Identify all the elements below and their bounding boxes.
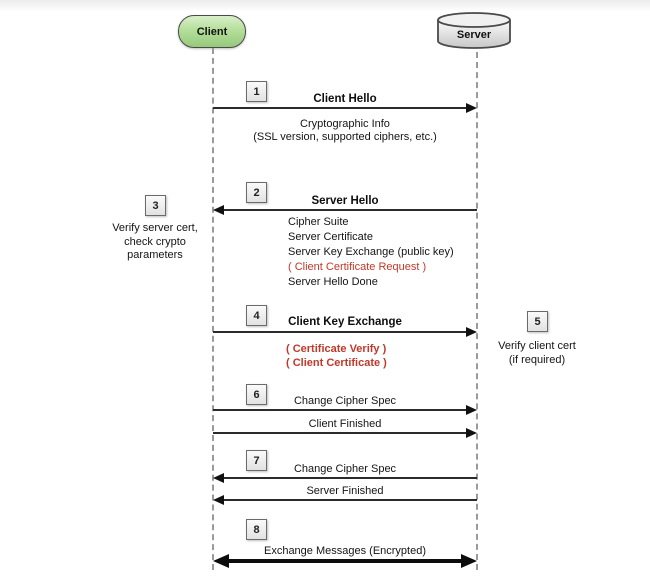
server-lifeline xyxy=(476,52,478,570)
step-3-badge: 3 xyxy=(145,195,166,216)
step-6-arrow-1 xyxy=(213,405,477,415)
step-3-note-line-2: check crypto xyxy=(124,235,186,248)
step-3-note-line-3: parameters xyxy=(127,249,183,261)
arrowhead-right-icon xyxy=(466,405,477,415)
step-1-number: 1 xyxy=(253,85,260,98)
step-7-badge: 7 xyxy=(246,450,267,471)
client-label: Client xyxy=(196,25,228,38)
step-4-certificate-verify: ( Certificate Verify ) xyxy=(286,343,387,355)
arrowhead-left-icon xyxy=(213,473,224,483)
step-2-badge: 2 xyxy=(246,182,267,203)
client-actor: Client xyxy=(178,15,246,48)
step-2-detail-server-certificate: Server Certificate xyxy=(288,231,373,243)
step-2-detail-server-hello-done: Server Hello Done xyxy=(288,276,378,288)
step-2-title: Server Hello xyxy=(311,195,379,207)
arrowhead-left-icon xyxy=(213,554,229,568)
step-3-number: 3 xyxy=(152,199,159,212)
client-lifeline xyxy=(212,48,214,570)
server-label: Server xyxy=(457,29,492,41)
step-1-note-line-1: Cryptographic Info xyxy=(300,118,390,130)
step-7-arrow-2 xyxy=(213,495,477,505)
step-7-message-change-cipher-spec: Change Cipher Spec xyxy=(293,463,397,475)
step-6-arrow-2 xyxy=(213,428,477,438)
step-6-badge: 6 xyxy=(246,384,267,405)
step-5-badge: 5 xyxy=(527,311,548,332)
step-5-note-line-2: (if required) xyxy=(508,353,566,366)
step-2-number: 2 xyxy=(253,186,260,199)
step-8-double-arrow xyxy=(213,554,477,568)
step-1-badge: 1 xyxy=(246,81,267,102)
step-4-arrow xyxy=(213,327,477,337)
step-1-note: Cryptographic Info (SSL version, support… xyxy=(213,118,477,143)
server-actor: Server xyxy=(436,10,512,52)
step-4-client-certificate: ( Client Certificate ) xyxy=(286,357,387,369)
step-2-detail-client-certificate-request: ( Client Certificate Request ) xyxy=(288,261,427,273)
step-8-title: Exchange Messages (Encrypted) xyxy=(263,545,427,557)
step-5-note-line-1: Verify client cert xyxy=(498,340,576,352)
step-7-message-server-finished: Server Finished xyxy=(306,485,384,497)
step-4-badge: 4 xyxy=(246,305,267,326)
step-4-title: Client Key Exchange xyxy=(288,316,402,328)
step-3-note-line-1: Verify server cert, xyxy=(112,222,198,234)
step-7-arrow-1 xyxy=(213,473,477,483)
server-cylinder-icon: Server xyxy=(437,12,511,49)
arrowhead-right-icon xyxy=(461,554,477,568)
background-gradient-band xyxy=(0,0,650,12)
arrowhead-right-icon xyxy=(466,428,477,438)
arrowhead-right-icon xyxy=(466,103,477,113)
step-5-number: 5 xyxy=(534,315,541,328)
step-6-message-client-finished: Client Finished xyxy=(308,418,382,430)
step-8-badge: 8 xyxy=(246,519,267,540)
step-1-note-line-2: (SSL version, supported ciphers, etc.) xyxy=(253,130,437,143)
step-7-number: 7 xyxy=(253,454,260,467)
arrowhead-left-icon xyxy=(213,495,224,505)
step-6-message-change-cipher-spec: Change Cipher Spec xyxy=(293,395,397,407)
step-2-detail-cipher-suite: Cipher Suite xyxy=(288,216,349,228)
step-2-arrow xyxy=(213,205,477,215)
arrowhead-left-icon xyxy=(213,205,224,215)
step-2-details: Cipher Suite Server Certificate Server K… xyxy=(288,215,454,290)
step-1-arrow xyxy=(213,103,477,113)
step-3-note: Verify server cert, check crypto paramet… xyxy=(95,222,215,263)
step-5-note: Verify client cert (if required) xyxy=(477,340,597,367)
step-1-title: Client Hello xyxy=(313,93,377,105)
step-4-number: 4 xyxy=(253,309,260,322)
step-6-number: 6 xyxy=(253,388,260,401)
arrowhead-right-icon xyxy=(466,327,477,337)
step-8-number: 8 xyxy=(253,523,260,536)
step-2-detail-server-key-exchange: Server Key Exchange (public key) xyxy=(288,246,454,258)
step-4-optional-details: ( Certificate Verify ) ( Client Certific… xyxy=(286,342,387,370)
